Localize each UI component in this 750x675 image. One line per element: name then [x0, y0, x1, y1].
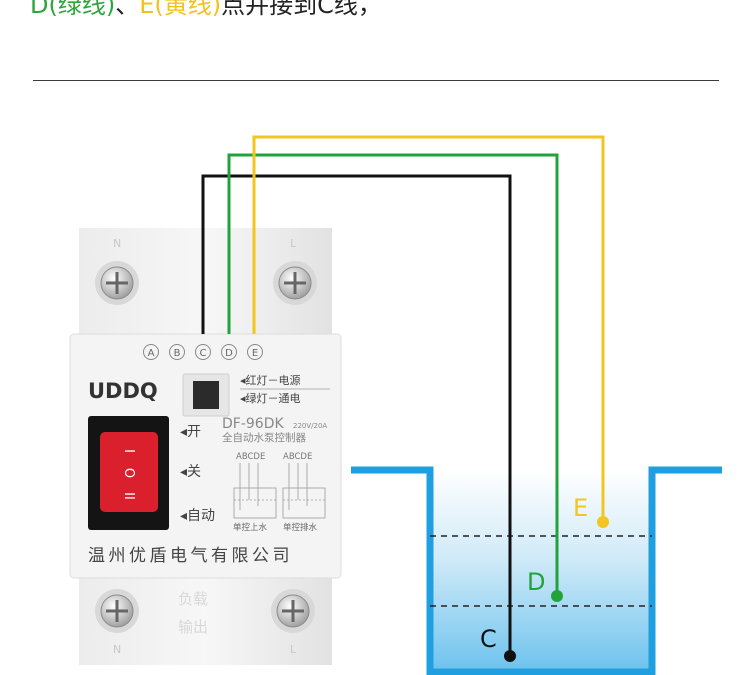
switch-off-label: ◂关 [180, 464, 201, 480]
wires [201, 135, 605, 656]
terminal-label-d: D [225, 348, 233, 359]
rocker-symbol-on: I [121, 449, 136, 453]
output-label-output: 输出 [178, 618, 208, 636]
rocker-switch[interactable]: I O II [88, 416, 169, 530]
top-terminal-l: L [290, 237, 297, 250]
screw-icon [273, 261, 317, 305]
mode-up-label: 单控上水 [233, 522, 268, 533]
header-separator: 、 [115, 0, 140, 19]
screw-icon [271, 589, 315, 633]
indicator-red-label: ◂红灯－电源 [240, 373, 301, 387]
model-number: DF-96DK [222, 416, 284, 432]
probe-c-dot [504, 650, 516, 662]
switch-auto-label: ◂自动 [180, 508, 215, 524]
probe-label-e: E [573, 494, 588, 522]
wire-black-c [201, 174, 512, 656]
screw-icon [95, 261, 139, 305]
instruction-text: D(绿线)、E(黄线)点并接到C线， [30, 0, 382, 20]
terminal-e: E [247, 344, 263, 360]
controller-device: N L A B C D [69, 228, 342, 665]
indicator-lamp [193, 381, 219, 409]
top-terminal-n: N [113, 237, 121, 250]
header-e-yellow: E(黄线) [139, 0, 222, 19]
tank-outline [351, 466, 722, 675]
probe-e-dot [597, 516, 609, 528]
terminal-label-c: C [200, 348, 207, 359]
terminal-label-a: A [148, 348, 155, 359]
bottom-terminal-n: N [113, 643, 121, 656]
bottom-terminal-l: L [290, 643, 297, 656]
probe-d-dot [551, 590, 563, 602]
water-tank [351, 466, 722, 675]
probe-label-c: C [480, 625, 497, 653]
terminal-a: A [143, 344, 159, 360]
wire-yellow-e [252, 135, 605, 522]
brand-logo: UDDQ [88, 379, 158, 403]
switch-on-label: ◂开 [180, 424, 201, 440]
rocker-symbol-off: O [121, 468, 136, 478]
rocker-symbol-auto: II [121, 492, 136, 500]
terminal-label-b: B [174, 348, 181, 359]
header-d-green: D(绿线) [30, 0, 116, 19]
probe-label-d: D [527, 568, 545, 596]
indicator-green-label: ◂绿灯－通电 [240, 391, 301, 405]
terminal-c: C [195, 344, 211, 360]
terminal-label-e: E [252, 348, 258, 359]
terminal-b: B [169, 344, 185, 360]
wire-green-d [227, 153, 559, 596]
mini-diagram-abc-left: ABCDE [236, 452, 265, 462]
company-name: 温州优盾电气有限公司 [88, 546, 293, 566]
terminal-d: D [221, 344, 237, 360]
mini-diagram-abc-right: ABCDE [283, 452, 312, 462]
screw-icon [95, 589, 139, 633]
rating-label: 220V/20A [293, 422, 327, 430]
header-rest: 点并接到C线， [221, 0, 382, 19]
product-subtitle: 全自动水泵控制器 [222, 431, 306, 444]
mini-diagram-up [233, 463, 277, 519]
mini-diagram-drain [282, 463, 326, 519]
water-fill [430, 470, 652, 670]
rocker-button[interactable] [100, 432, 158, 512]
divider-line [33, 80, 719, 81]
output-label-load: 负载 [178, 590, 208, 608]
mode-drain-label: 单控排水 [283, 522, 318, 533]
